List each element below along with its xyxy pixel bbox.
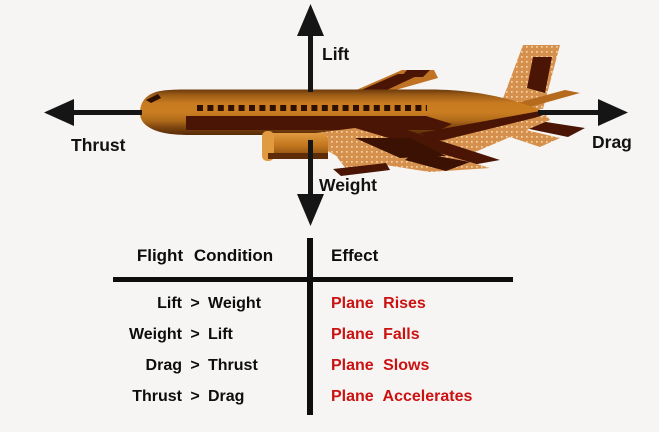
drag-arrow [538, 99, 628, 126]
condition-term: Thrust [208, 357, 258, 374]
flight-condition-header: Flight Condition [136, 246, 274, 265]
table-row: Drag > Thrust [40, 350, 295, 381]
effect-value: Plane Rises [331, 295, 426, 312]
airplane-cockpit-mark [146, 94, 161, 103]
airplane-engine [262, 131, 328, 161]
greater-than-sign: > [190, 326, 200, 343]
weight-label: Weight [319, 175, 377, 195]
effect-value: Plane Falls [331, 326, 420, 343]
condition-column: Lift > Weight Weight > Lift Drag > Thrus… [40, 288, 295, 412]
greater-than-sign: > [190, 357, 200, 374]
greater-than-sign: > [190, 388, 200, 405]
lift-arrow [297, 4, 324, 92]
table-row: Lift > Weight [40, 288, 295, 319]
condition-term: Drag [145, 357, 182, 374]
effect-column: Plane Rises Plane Falls Plane Slows Plan… [331, 288, 631, 412]
effect-value: Plane Accelerates [331, 388, 473, 405]
condition-term: Lift [208, 326, 233, 343]
airplane-forces-illustration: Lift Thrust Drag Weight [44, 4, 632, 226]
airplane-tail-fin [499, 45, 560, 109]
lift-label: Lift [322, 44, 349, 64]
drag-label: Drag [592, 132, 632, 152]
condition-term: Thrust [132, 388, 182, 405]
effect-header: Effect [331, 246, 379, 265]
thrust-label: Thrust [71, 135, 126, 155]
airplane-rear-fairing [420, 111, 550, 152]
effect-value: Plane Slows [331, 357, 430, 374]
condition-term: Weight [128, 326, 182, 343]
airplane-near-wing [300, 118, 500, 176]
weight-arrow [297, 140, 324, 226]
table-row: Weight > Lift [40, 319, 295, 350]
table-horizontal-divider [113, 277, 513, 282]
table-row: Thrust > Drag [40, 381, 295, 412]
condition-term: Weight [208, 295, 262, 312]
airplane-illustration [140, 45, 585, 176]
table-vertical-divider [307, 238, 313, 415]
greater-than-sign: > [190, 295, 200, 312]
condition-term: Drag [208, 388, 245, 405]
thrust-arrow [44, 99, 142, 126]
condition-term: Lift [157, 295, 182, 312]
